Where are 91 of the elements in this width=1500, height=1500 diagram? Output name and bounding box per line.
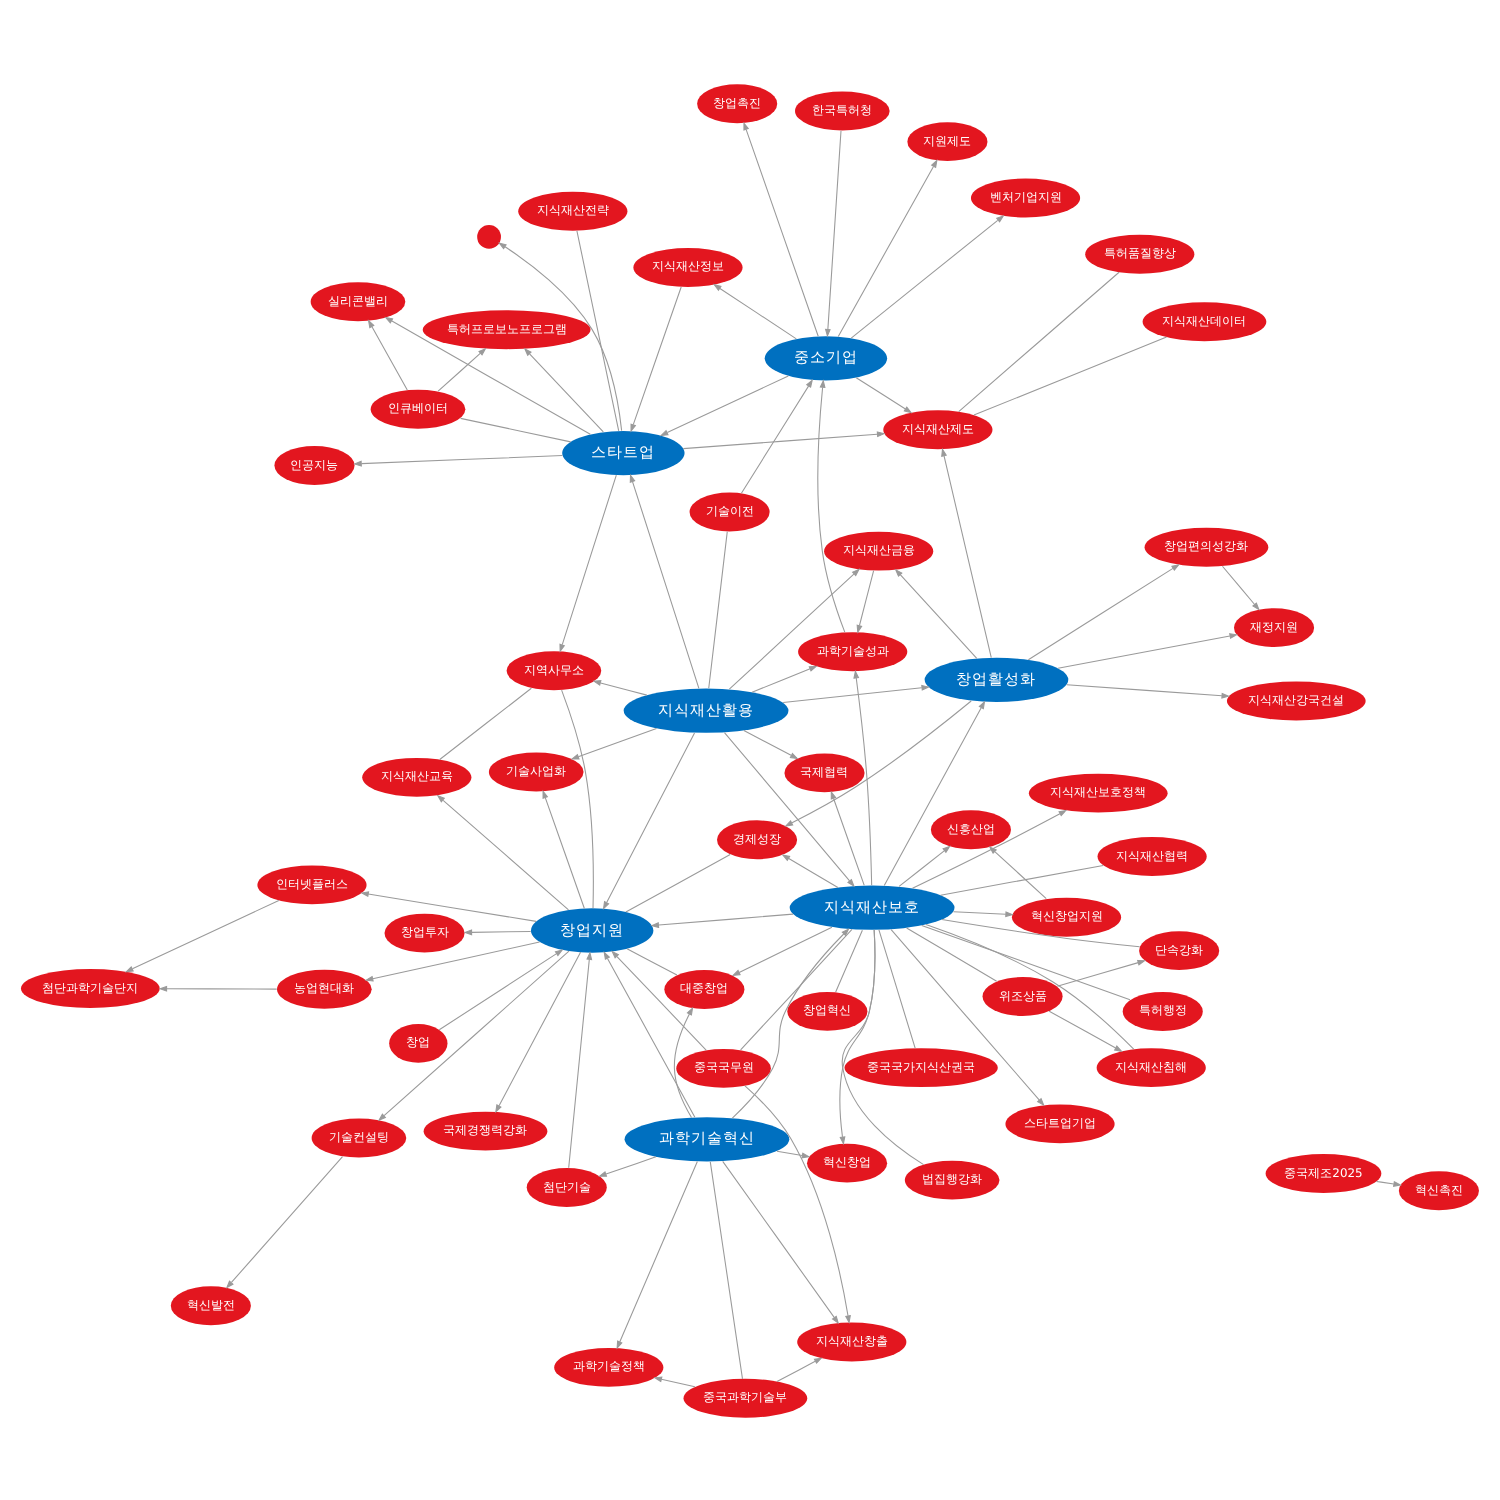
arrow — [611, 949, 707, 1050]
arrow — [570, 727, 658, 759]
connector — [460, 416, 572, 442]
arrow — [1221, 564, 1260, 610]
arrow — [438, 948, 564, 1030]
connector — [626, 947, 678, 975]
connector — [740, 927, 853, 1050]
arrow — [364, 940, 541, 981]
arrow — [523, 346, 604, 432]
connector — [878, 928, 916, 1048]
arrow — [1066, 683, 1231, 698]
connector — [973, 335, 1168, 415]
connector — [439, 686, 532, 760]
arrow — [782, 683, 931, 703]
connector — [835, 928, 863, 992]
connector — [906, 926, 998, 981]
arrow — [824, 129, 842, 337]
arrow — [436, 793, 570, 910]
arrow — [498, 241, 623, 431]
arrow — [653, 1375, 696, 1387]
arrow — [603, 950, 696, 1117]
connector — [921, 923, 1131, 1000]
connector — [576, 229, 620, 431]
arrow — [988, 845, 1047, 899]
arrow — [722, 1159, 840, 1324]
arrow — [124, 898, 280, 972]
arrow — [1375, 1179, 1402, 1186]
arrow — [542, 788, 585, 908]
arrow — [463, 928, 532, 935]
arrow — [728, 567, 861, 689]
arrow — [598, 1155, 657, 1176]
arrow — [883, 699, 986, 885]
arrow — [568, 950, 593, 1168]
arrow — [731, 927, 850, 1118]
arrow — [837, 158, 938, 336]
arrow — [839, 928, 876, 1145]
arrow — [855, 376, 913, 413]
arrow — [894, 567, 978, 658]
connector — [841, 928, 925, 1165]
arrow — [630, 285, 682, 432]
arrow — [776, 1356, 823, 1382]
connector — [958, 270, 1120, 412]
arrow — [856, 569, 875, 633]
arrow — [1056, 958, 1147, 986]
arrow — [776, 1149, 811, 1158]
arrow — [360, 890, 537, 921]
arrow — [673, 1005, 694, 1118]
arrow — [592, 679, 648, 695]
connector — [625, 853, 731, 912]
arrow — [751, 664, 818, 692]
arrow — [384, 315, 591, 434]
connector — [940, 863, 1104, 895]
arrow — [495, 950, 582, 1113]
connector — [925, 923, 1135, 1049]
arrow — [659, 374, 789, 436]
arrow — [682, 430, 886, 449]
arrow — [602, 731, 696, 909]
arrow — [952, 910, 1014, 917]
arrow — [616, 1160, 698, 1349]
arrow — [650, 912, 794, 928]
arrow — [817, 378, 846, 632]
arrow — [731, 925, 833, 976]
connector — [708, 530, 728, 688]
arrow — [743, 729, 799, 759]
arrow — [744, 1084, 851, 1323]
arrow — [743, 120, 819, 336]
arrow — [1057, 632, 1239, 668]
arrow — [158, 984, 278, 991]
arrow — [723, 731, 855, 887]
arrow — [898, 844, 951, 886]
arrow — [377, 949, 570, 1121]
arrow — [712, 282, 797, 339]
arrow — [353, 454, 563, 466]
arrow — [437, 346, 487, 391]
connector — [561, 688, 594, 908]
arrow — [629, 472, 700, 688]
arrow — [225, 1155, 344, 1288]
arrow — [1048, 1009, 1123, 1051]
connector — [709, 1160, 744, 1379]
arrow — [830, 789, 865, 885]
arrow — [740, 377, 814, 493]
connector — [941, 918, 1141, 947]
arrow — [890, 928, 1045, 1106]
arrow — [850, 213, 1005, 338]
arrow — [367, 318, 408, 390]
arrow — [1027, 562, 1180, 660]
arrow — [853, 668, 873, 885]
arrow — [941, 446, 992, 658]
node-circle — [477, 224, 501, 248]
arrow — [781, 853, 839, 888]
arrow — [559, 473, 617, 652]
